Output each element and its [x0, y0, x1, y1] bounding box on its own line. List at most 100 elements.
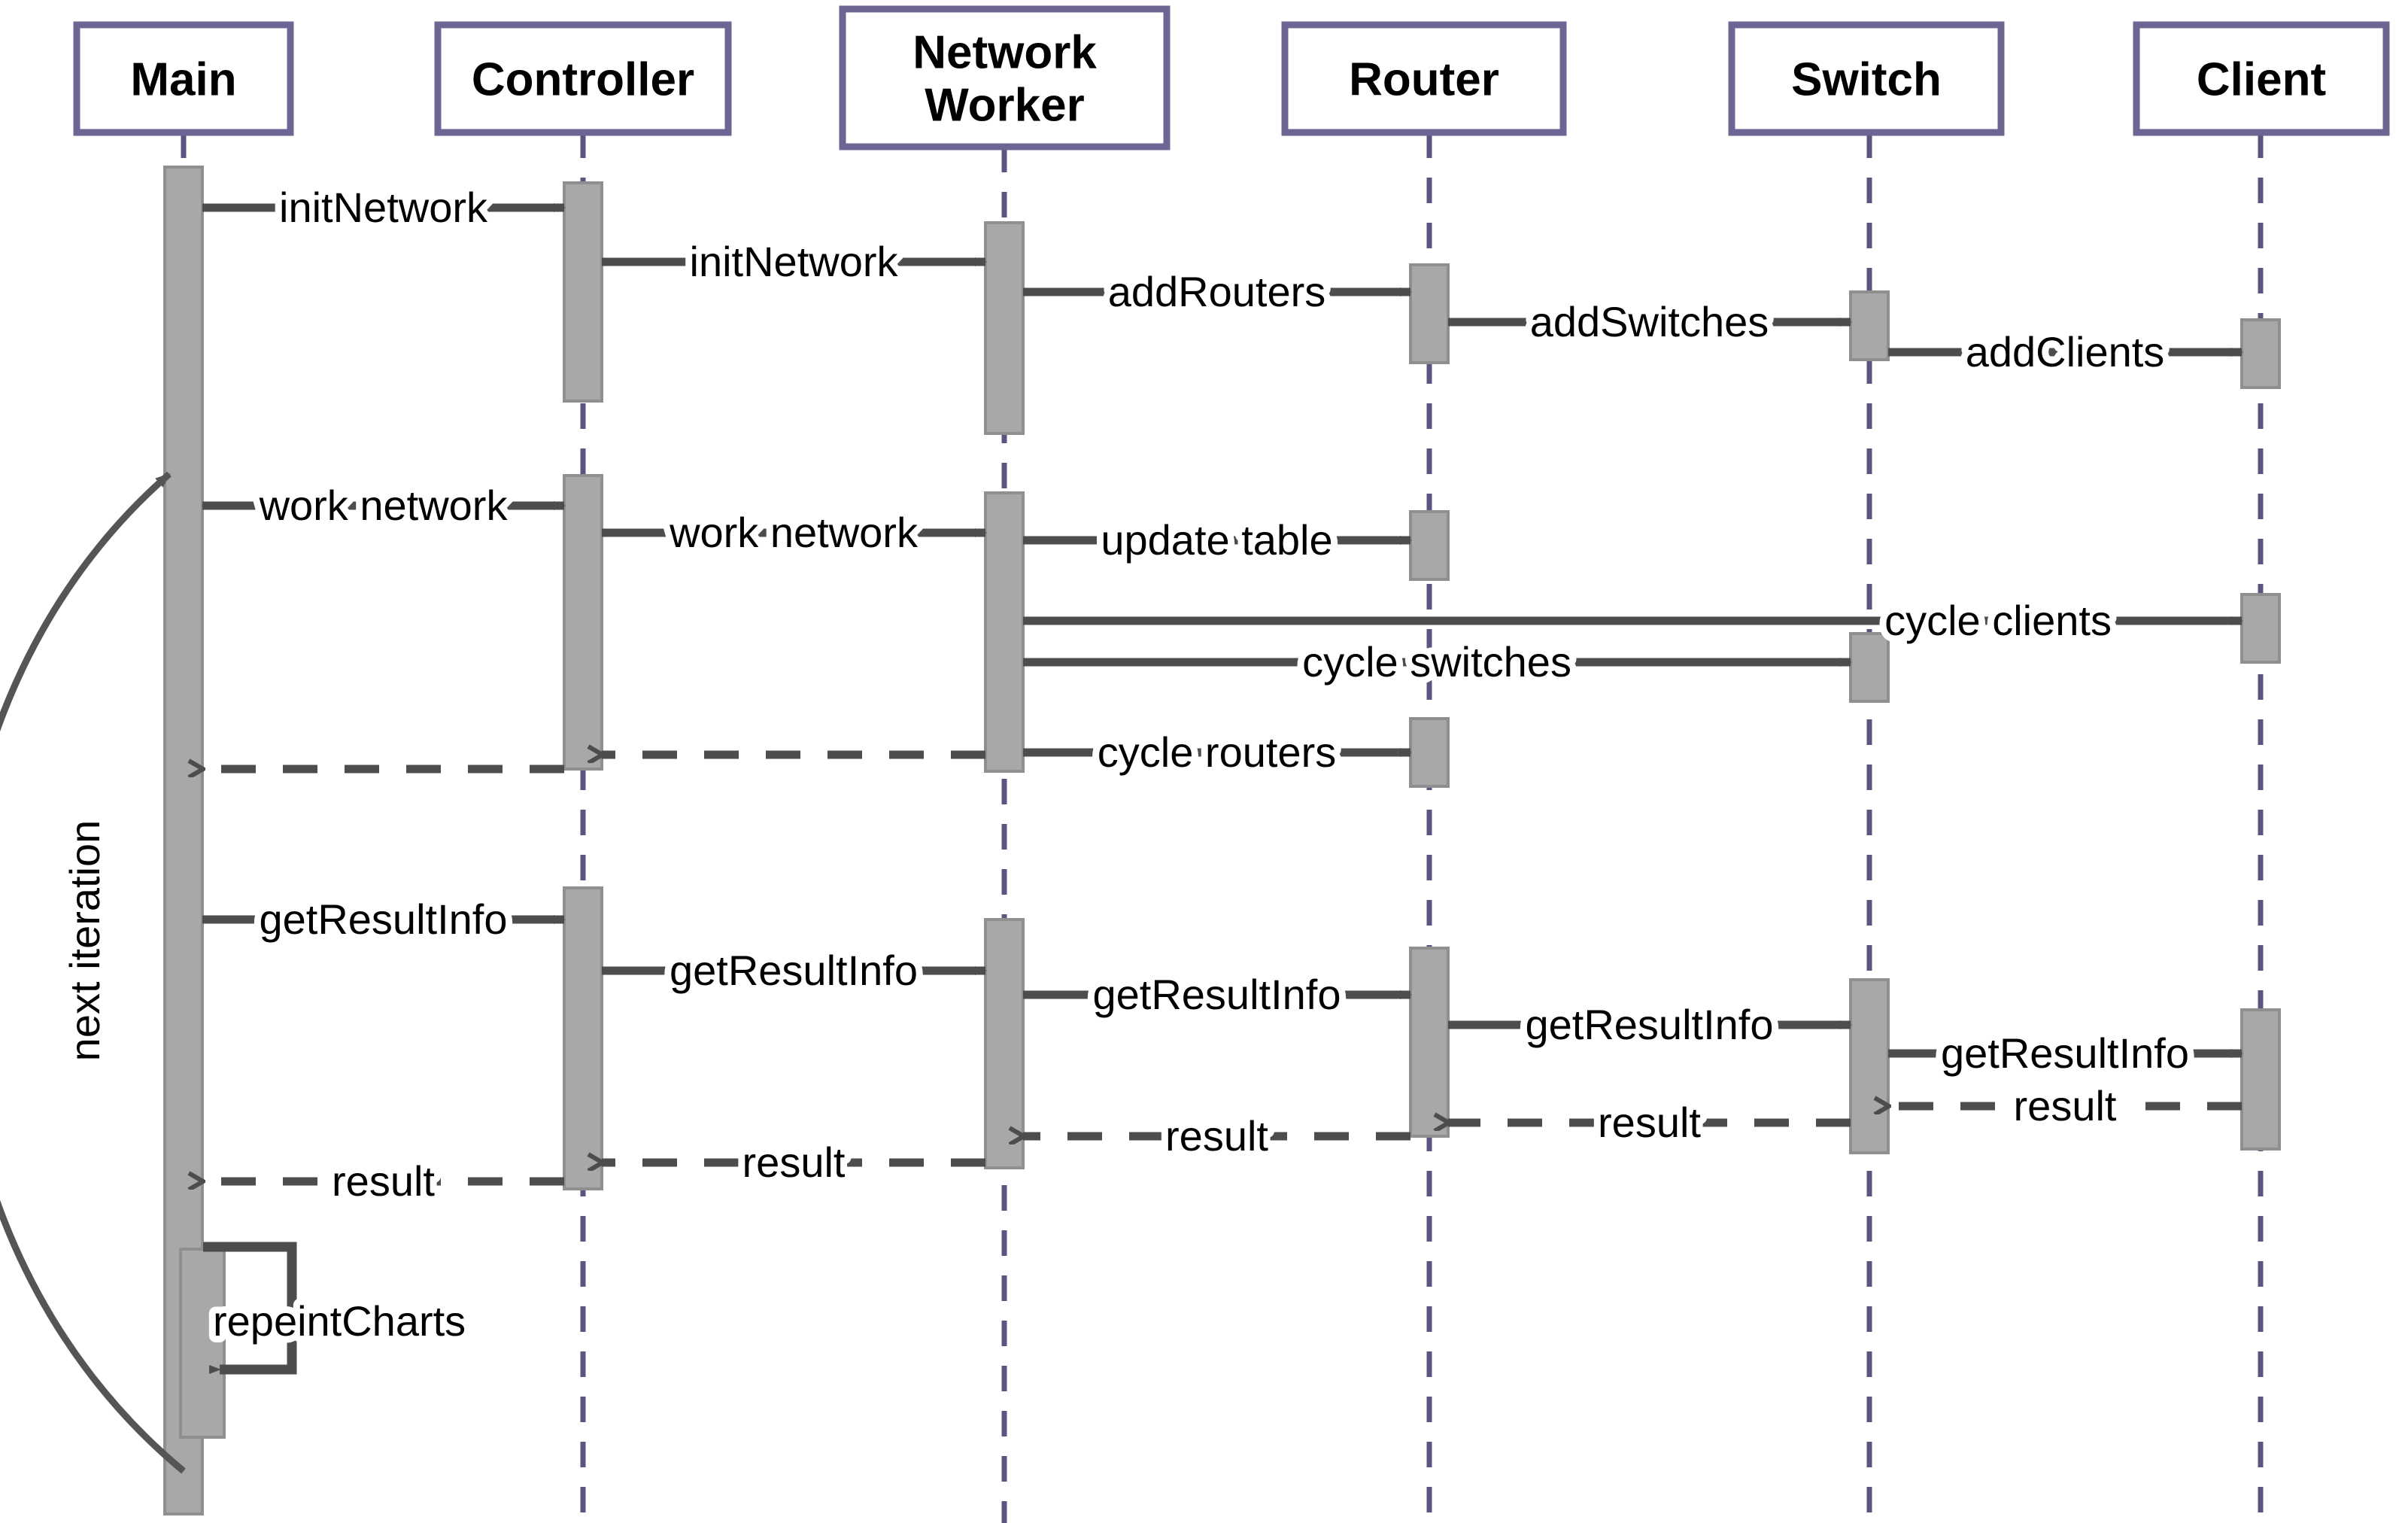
message-label-halo: cycle clients	[1884, 597, 2112, 644]
activation-bar-switch	[1849, 632, 1890, 703]
activations-layer	[163, 166, 2281, 1515]
participant-switch[interactable]: Switch	[1728, 21, 2005, 136]
participant-ctrl[interactable]: Controller	[434, 21, 732, 136]
message-label-halo: getResultInfo	[670, 947, 918, 994]
message-label: addSwitches	[1530, 298, 1769, 345]
activation-bar-ctrl	[563, 474, 603, 771]
activation-bar-router	[1409, 510, 1450, 581]
message-label-halo: result	[2014, 1082, 2117, 1129]
participant-box[interactable]	[1728, 21, 2005, 136]
message-label: cycle switches	[1302, 638, 1571, 686]
activation-bar-ctrl	[563, 886, 603, 1190]
message-label: getResultInfo	[1526, 1001, 1774, 1048]
lifelines-layer	[181, 132, 2264, 1523]
message-label: getResultInfo	[1093, 971, 1341, 1018]
loop-arrow-path	[0, 471, 186, 1474]
message-label-halo: addSwitches	[1530, 298, 1769, 345]
message-label: result	[332, 1157, 435, 1205]
message-label: result	[1598, 1099, 1701, 1146]
participant-label: Worker	[925, 80, 1085, 132]
message-label: result	[742, 1138, 846, 1186]
message-label: initNetwork	[279, 184, 488, 231]
participant-router[interactable]: Router	[1281, 21, 1567, 136]
activation-bar-ctrl	[563, 181, 603, 403]
messages-layer: initNetworkinitNetworkinitNetworkinitNet…	[202, 177, 2243, 1211]
loop-arrow-label: next iteration	[61, 820, 108, 1062]
activation-bar-switch	[1849, 290, 1890, 361]
message-label-halo: addRouters	[1108, 268, 1326, 315]
self-message-label: repeintCharts	[213, 1297, 466, 1345]
participant-box[interactable]	[1281, 21, 1567, 136]
activation-bar-worker	[984, 918, 1025, 1169]
activation-bar-router	[1409, 717, 1450, 788]
message-label-halo: getResultInfo	[1093, 971, 1341, 1018]
participant-main[interactable]: Main	[73, 21, 294, 136]
self-message-path	[203, 1242, 297, 1375]
activation-bar-switch	[1849, 978, 1890, 1154]
participant-box[interactable]	[2133, 21, 2390, 136]
message-label: cycle clients	[1884, 597, 2112, 644]
message-label: update table	[1101, 516, 1332, 564]
participant-label: Network	[912, 27, 1097, 79]
message-label: getResultInfo	[1941, 1029, 2189, 1077]
message-label-halo: getResultInfo	[1526, 1001, 1774, 1048]
message-label: work network	[259, 482, 509, 529]
participant-label: Client	[2197, 54, 2326, 106]
message-label-halo: result	[1598, 1099, 1701, 1146]
participant-label: Switch	[1791, 54, 1942, 106]
participant-box[interactable]	[434, 21, 732, 136]
message-label-halo: cycle routers	[1098, 728, 1336, 776]
loop-arrow-next-iteration: next iteration	[0, 471, 186, 1474]
activation-bar-router	[1409, 947, 1450, 1138]
participant-box[interactable]	[839, 5, 1171, 150]
message-label: work network	[669, 509, 919, 556]
message-label: result	[1165, 1112, 1268, 1160]
activation-bar-main	[179, 1248, 226, 1439]
message-label-halo: initNetwork	[690, 238, 899, 285]
message-label-halo: result	[742, 1138, 846, 1186]
participant-label: Router	[1349, 54, 1499, 106]
activation-bar-worker	[984, 221, 1025, 435]
message-label-halo: update table	[1101, 516, 1332, 564]
message-label: result	[2014, 1082, 2117, 1129]
message-label-halo: work network	[669, 509, 919, 556]
message-label: cycle routers	[1098, 728, 1336, 776]
message-label: initNetwork	[690, 238, 899, 285]
message-label-halo: result	[1165, 1112, 1268, 1160]
message-label: addRouters	[1108, 268, 1326, 315]
participant-label: Controller	[472, 54, 694, 106]
participant-box[interactable]	[73, 21, 294, 136]
activation-bar-worker	[984, 491, 1025, 773]
message-label: getResultInfo	[670, 947, 918, 994]
participant-client[interactable]: Client	[2133, 21, 2390, 136]
message-label-halo: addClients	[1966, 328, 2165, 375]
self-message-label-halo: repeintCharts	[213, 1297, 466, 1345]
message-label-halo: getResultInfo	[1941, 1029, 2189, 1077]
message-label: getResultInfo	[260, 895, 508, 943]
activation-bar-client	[2240, 593, 2281, 664]
activation-bar-client	[2240, 1008, 2281, 1151]
